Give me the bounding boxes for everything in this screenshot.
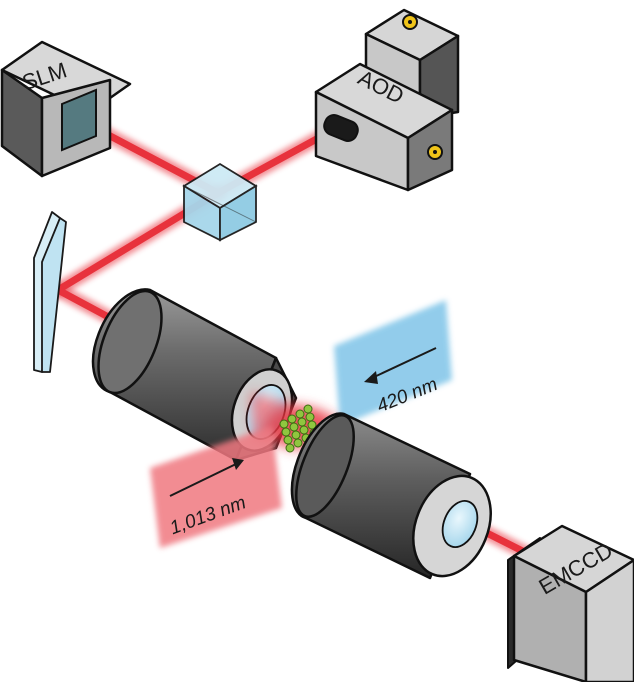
slm-device: SLM xyxy=(0,40,132,178)
mirror-face xyxy=(41,217,67,373)
blue-beam-arrow xyxy=(371,347,437,379)
red-beam-band xyxy=(150,426,282,548)
objective-left-rear xyxy=(97,289,163,395)
objective-lens-right xyxy=(290,412,492,580)
objective-right-rear xyxy=(295,414,355,518)
beam-splitter-cube xyxy=(182,162,258,242)
aod-aperture xyxy=(323,114,359,142)
aod-device: AOD xyxy=(314,8,460,192)
objective-right-lens xyxy=(441,500,479,548)
cube-right xyxy=(219,184,257,242)
slm-display-window xyxy=(61,88,97,152)
mirror xyxy=(33,211,67,373)
red-beam: 1,013 nm xyxy=(150,426,282,548)
red-beam-arrow xyxy=(169,463,237,497)
emccd-side-face xyxy=(584,558,634,684)
blue-beam-band xyxy=(334,300,452,426)
emccd-camera: EMCCD xyxy=(507,524,634,684)
blue-beam: 420 nm xyxy=(334,300,452,426)
